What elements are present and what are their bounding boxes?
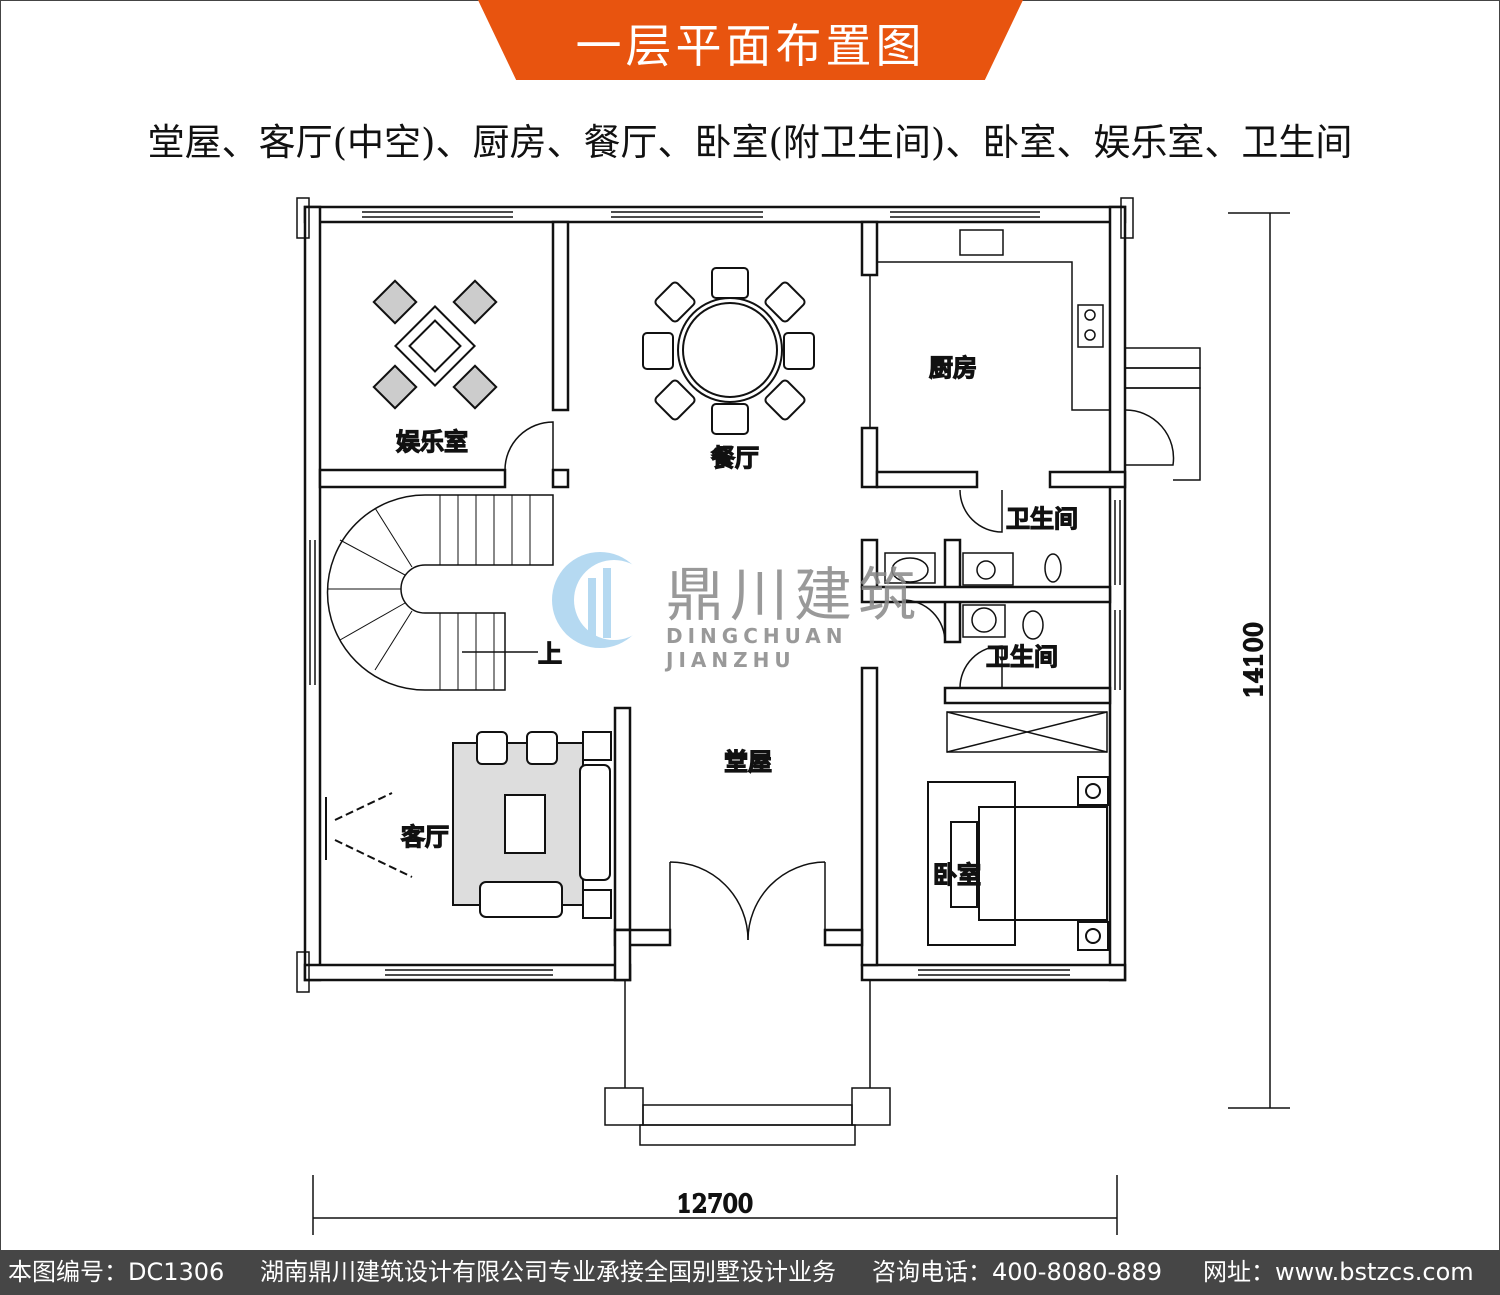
watermark-text-cn: 鼎川建筑 <box>666 561 923 629</box>
room-label-living: 客厅 <box>401 823 449 851</box>
phone-info: 咨询电话：400-8080-889 <box>872 1258 1163 1286</box>
page-title: 一层平面布置图 <box>575 19 926 73</box>
room-label-bedroom: 卧室 <box>933 861 981 889</box>
windows <box>309 211 1121 976</box>
company-info: 湖南鼎川建筑设计有限公司专业承接全国别墅设计业务 <box>260 1258 836 1286</box>
walls <box>303 205 1127 982</box>
dining-table <box>642 267 815 435</box>
bath-fixtures <box>884 552 1108 753</box>
room-label-kitchen: 厨房 <box>929 354 977 382</box>
footer-bar: 本图编号：DC1306 湖南鼎川建筑设计有限公司专业承接全国别墅设计业务 咨询电… <box>0 1250 1500 1295</box>
watermark-text-en: DINGCHUAN JIANZHU <box>666 624 848 672</box>
floor-plan: 12700 14100 娱乐室 餐厅 厨房 卫生间 卫生间 堂屋 客厅 卧室 上 <box>296 197 1290 1235</box>
room-list-subtitle: 堂屋、客厅(中空)、厨房、餐厅、卧室(附卫生间)、卧室、娱乐室、卫生间 <box>147 121 1353 164</box>
game-table <box>372 279 498 410</box>
drawing-code: 本图编号：DC1306 <box>8 1258 225 1286</box>
room-label-hall: 堂屋 <box>724 748 772 776</box>
watermark: 鼎川建筑 DINGCHUAN JIANZHU <box>548 548 958 672</box>
room-label-bathroom-1: 卫生间 <box>1006 505 1078 533</box>
stair-up-label: 上 <box>538 640 562 668</box>
room-label-bathroom-2: 卫生间 <box>986 643 1058 671</box>
room-label-entertainment: 娱乐室 <box>396 428 468 456</box>
porch <box>296 197 1134 1146</box>
living-furniture <box>325 731 612 919</box>
dimension-lines <box>312 212 1290 1235</box>
doors <box>504 275 1175 941</box>
staircase <box>326 494 554 691</box>
width-dimension: 12700 <box>677 1190 753 1218</box>
watermark-logo-icon <box>552 552 654 648</box>
depth-dimension: 14100 <box>1240 622 1268 698</box>
bed <box>927 776 1109 951</box>
title-banner <box>478 0 1023 80</box>
room-label-dining: 餐厅 <box>711 444 759 472</box>
kitchen-counter <box>877 229 1201 481</box>
website-link[interactable]: 网址：www.bstzcs.com <box>1203 1258 1474 1286</box>
